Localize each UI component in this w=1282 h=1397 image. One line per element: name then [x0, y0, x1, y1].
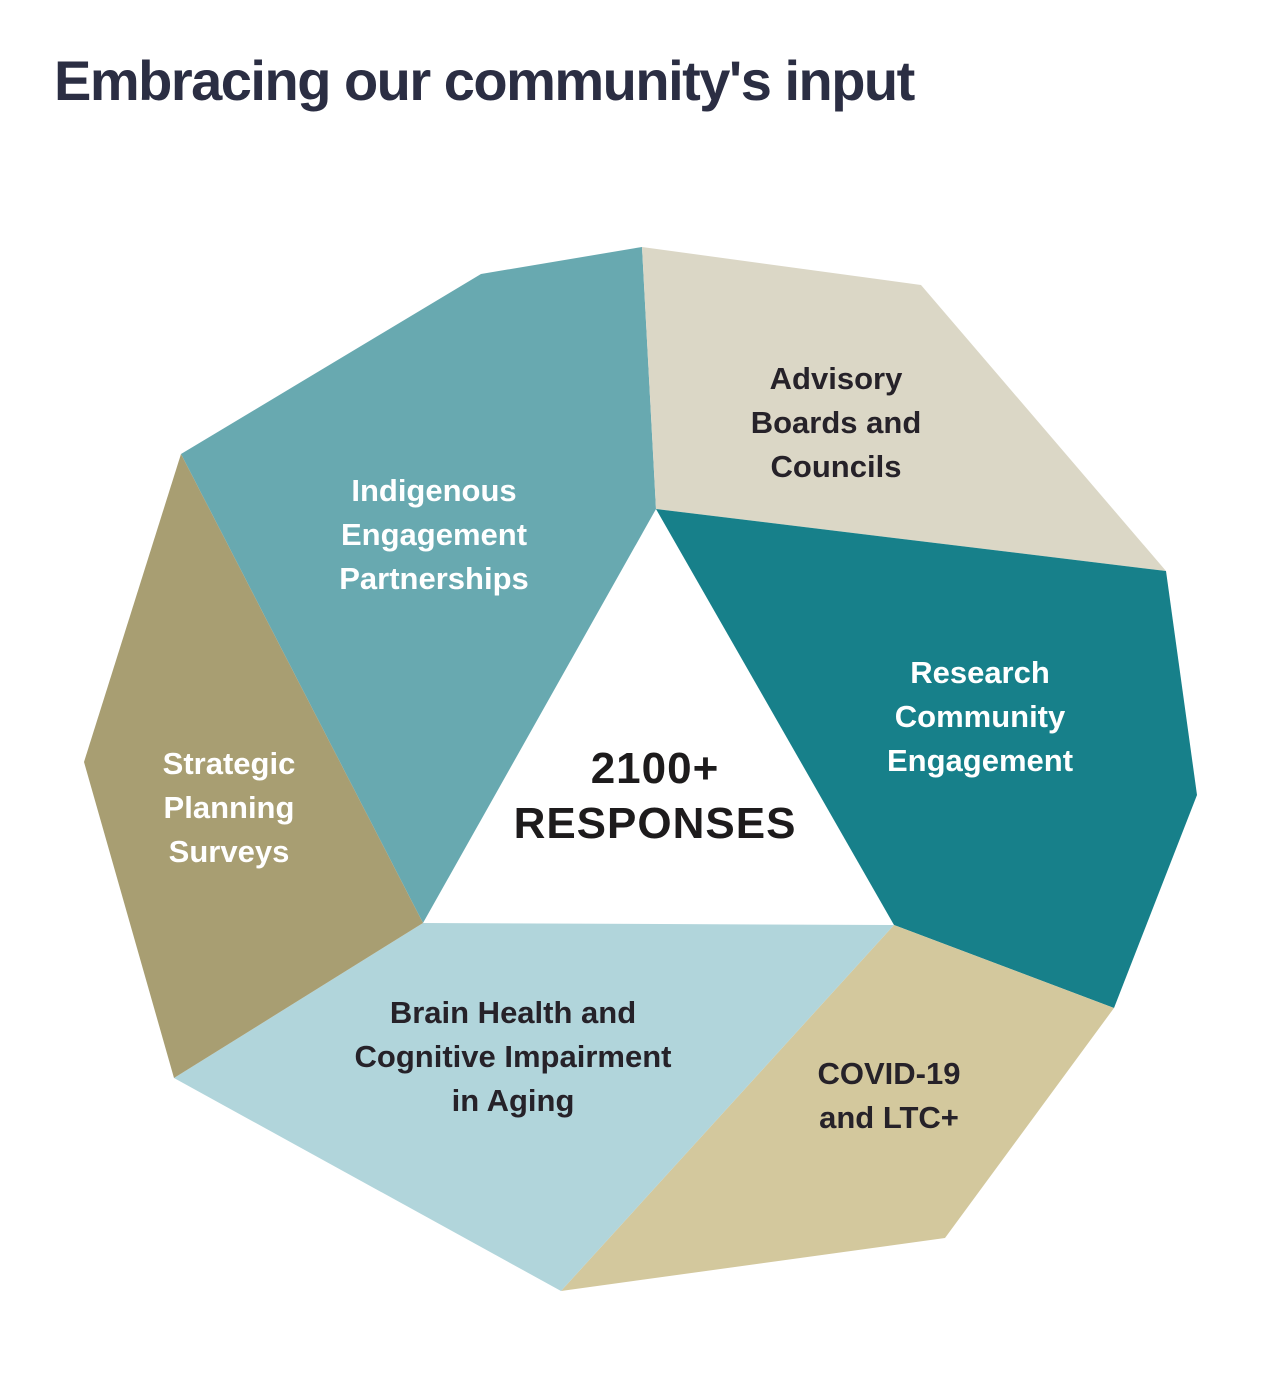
indigenous-engagement-partnerships-shape	[181, 247, 656, 923]
center-responses-label: 2100+RESPONSES	[514, 744, 797, 848]
strategic-planning-surveys-shape	[84, 454, 423, 1078]
advisory-boards-and-councils-shape	[642, 247, 1166, 571]
brain-health-and-cognitive-impairment-in-aging-shape	[174, 923, 894, 1291]
covid-19-and-ltc-shape	[561, 925, 1114, 1291]
research-community-engagement-shape	[656, 509, 1197, 1008]
page-title: Embracing our community's input	[54, 49, 915, 112]
